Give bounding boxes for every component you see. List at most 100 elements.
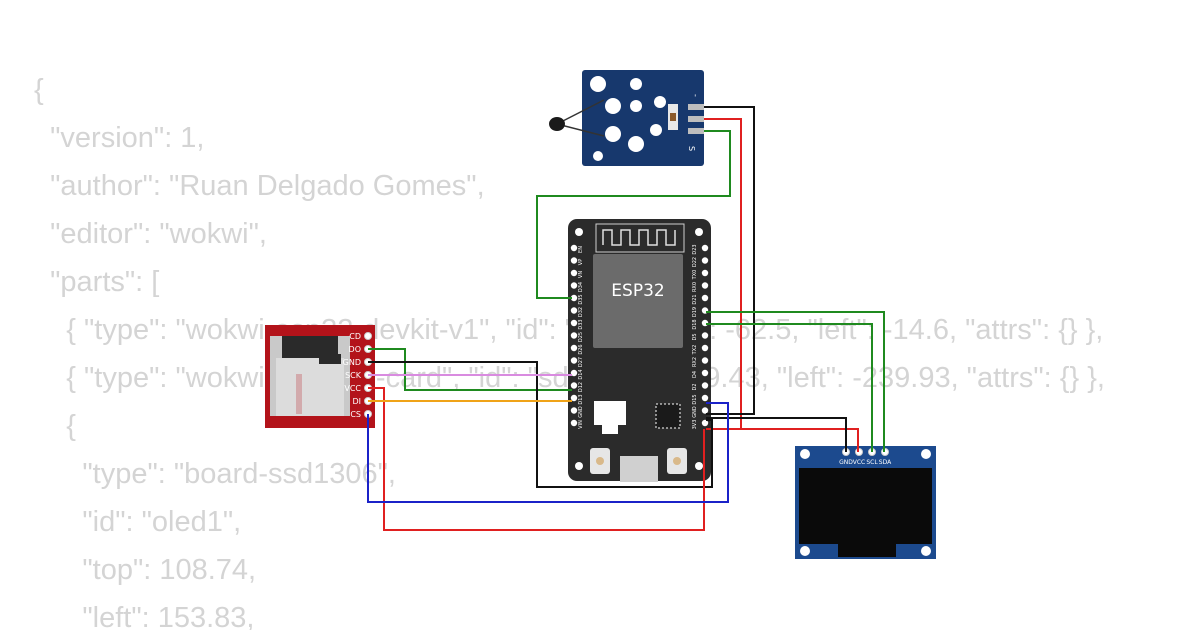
thermistor-bead bbox=[549, 117, 565, 131]
wire-sensor-gnd[interactable] bbox=[704, 106, 755, 415]
sd-pin-cd[interactable] bbox=[364, 332, 372, 340]
code-line: "version": 1, bbox=[34, 122, 205, 154]
sd-pin-label: DI bbox=[352, 397, 361, 406]
esp32-pin-rx0[interactable] bbox=[701, 282, 709, 289]
wires[interactable] bbox=[367, 106, 885, 531]
esp32-pin-label: D22 bbox=[692, 257, 698, 267]
sd-card-top bbox=[282, 336, 338, 358]
esp32-pin-d14[interactable] bbox=[570, 369, 578, 377]
sd-pin-label: SCK bbox=[345, 371, 362, 380]
esp32-mount-hole bbox=[575, 462, 583, 470]
esp32-pin-label: TX2 bbox=[692, 345, 698, 356]
temperature-sensor-module[interactable]: - S bbox=[549, 70, 704, 166]
esp32-pin-gnd[interactable] bbox=[701, 407, 709, 414]
esp32-pin-rx2[interactable] bbox=[701, 357, 709, 364]
esp32-pin-label: GND bbox=[578, 406, 584, 418]
esp32-pin-gnd[interactable] bbox=[570, 407, 578, 414]
esp32-pin-label: D13 bbox=[578, 394, 584, 404]
wire-oled-sda[interactable] bbox=[706, 311, 885, 452]
wire-sd-vcc[interactable] bbox=[368, 387, 705, 531]
esp32-pin-label: D21 bbox=[692, 294, 698, 304]
esp32-pin-label: GND bbox=[692, 406, 698, 418]
esp32-mount-hole bbox=[695, 462, 703, 470]
code-line: "left": 153.83, bbox=[34, 602, 255, 630]
oled-mount-hole bbox=[921, 546, 931, 556]
oled-ribbon bbox=[838, 544, 896, 557]
esp32-pin-label: VP bbox=[578, 259, 584, 265]
esp32-pin-d23[interactable] bbox=[701, 244, 709, 252]
wire-sd-gnd[interactable] bbox=[368, 361, 713, 488]
esp32-pin-en[interactable] bbox=[570, 244, 578, 252]
code-line: "editor": "wokwi", bbox=[34, 218, 267, 250]
esp32-pin-label: TX0 bbox=[692, 270, 698, 281]
esp32-pin-vin[interactable] bbox=[570, 419, 578, 427]
esp32-chip bbox=[593, 254, 683, 348]
oled-pin-label: SDA bbox=[879, 459, 892, 466]
esp32-pin-d12[interactable] bbox=[570, 382, 578, 389]
esp32-pin-label: D12 bbox=[578, 382, 584, 392]
esp32-pin-3v3[interactable] bbox=[701, 419, 709, 427]
sensor-pin-vcc[interactable] bbox=[688, 116, 704, 122]
esp32-pin-d13[interactable] bbox=[570, 394, 578, 402]
esp32-pin-vn[interactable] bbox=[570, 269, 578, 277]
mount-hole bbox=[605, 98, 621, 114]
thermistor-lead bbox=[556, 123, 605, 137]
oled-mount-hole bbox=[800, 546, 810, 556]
sd-pin-label: VCC bbox=[344, 384, 361, 393]
esp32-pin-label: D15 bbox=[692, 394, 698, 404]
esp32-pin-label: D26 bbox=[578, 344, 584, 354]
sensor-pin-gnd[interactable] bbox=[688, 104, 704, 110]
en-button-cap bbox=[673, 457, 681, 465]
esp32-pin-d34[interactable] bbox=[570, 282, 578, 289]
esp32-pin-d15[interactable] bbox=[701, 394, 709, 402]
wire-oled-gnd[interactable] bbox=[706, 417, 847, 452]
esp32-pin-label: D19 bbox=[692, 307, 698, 317]
wire-sensor-signal[interactable] bbox=[536, 130, 731, 299]
esp32-pin-tx2[interactable] bbox=[701, 344, 709, 352]
thermistor-lead bbox=[556, 99, 605, 125]
esp32-pin-label: VIN bbox=[578, 420, 584, 429]
esp32-pin-d21[interactable] bbox=[701, 294, 709, 302]
esp32-pin-label: D18 bbox=[692, 319, 698, 329]
oled-pin-label: SCL bbox=[866, 459, 878, 466]
code-line: "type": "board-ssd1306", bbox=[34, 458, 396, 490]
esp32-pin-d33[interactable] bbox=[570, 319, 578, 327]
esp32-pin-d4[interactable] bbox=[701, 369, 709, 377]
esp32-pin-label: D34 bbox=[578, 282, 584, 292]
wire-sd-do[interactable] bbox=[368, 348, 572, 391]
esp32-pin-d35[interactable] bbox=[570, 294, 578, 302]
esp32-pin-d26[interactable] bbox=[570, 344, 578, 352]
code-line: "parts": [ bbox=[34, 266, 160, 298]
esp32-pin-tx0[interactable] bbox=[701, 269, 709, 277]
esp32-pin-vp[interactable] bbox=[570, 257, 578, 264]
esp32-pin-d22[interactable] bbox=[701, 257, 709, 264]
esp32-pin-label: VN bbox=[578, 271, 584, 278]
mount-hole bbox=[650, 124, 662, 136]
esp32-pin-d32[interactable] bbox=[570, 307, 578, 314]
wire-oled-scl[interactable] bbox=[706, 323, 873, 452]
esp32-pin-label: D14 bbox=[578, 369, 584, 379]
oled-mount-hole bbox=[800, 449, 810, 459]
esp32-pin-d27[interactable] bbox=[570, 357, 578, 364]
boot-button-cap bbox=[596, 457, 604, 465]
resistor-band bbox=[670, 113, 676, 121]
oled-pin-label: VCC bbox=[853, 459, 865, 466]
esp32-pin-d5[interactable] bbox=[701, 332, 709, 339]
esp32-pin-label: 3V3 bbox=[692, 420, 698, 430]
sd-pin-label: GND bbox=[343, 358, 361, 367]
wire-sd-cs[interactable] bbox=[367, 402, 729, 503]
esp32-devkit[interactable]: ESP32 ENVPVND34D35D32D33D25D26D27D14D12D… bbox=[568, 219, 711, 482]
sensor-pin-signal[interactable] bbox=[688, 128, 704, 134]
sensor-board bbox=[582, 70, 704, 166]
oled-screen bbox=[799, 468, 932, 544]
esp32-pin-d2[interactable] bbox=[701, 382, 709, 389]
esp32-pin-label: D25 bbox=[578, 332, 584, 342]
wire-oled-vcc[interactable] bbox=[706, 428, 859, 452]
oled-pin-label: GND bbox=[839, 459, 853, 466]
mount-hole bbox=[590, 76, 606, 92]
esp32-pin-d25[interactable] bbox=[570, 332, 578, 339]
